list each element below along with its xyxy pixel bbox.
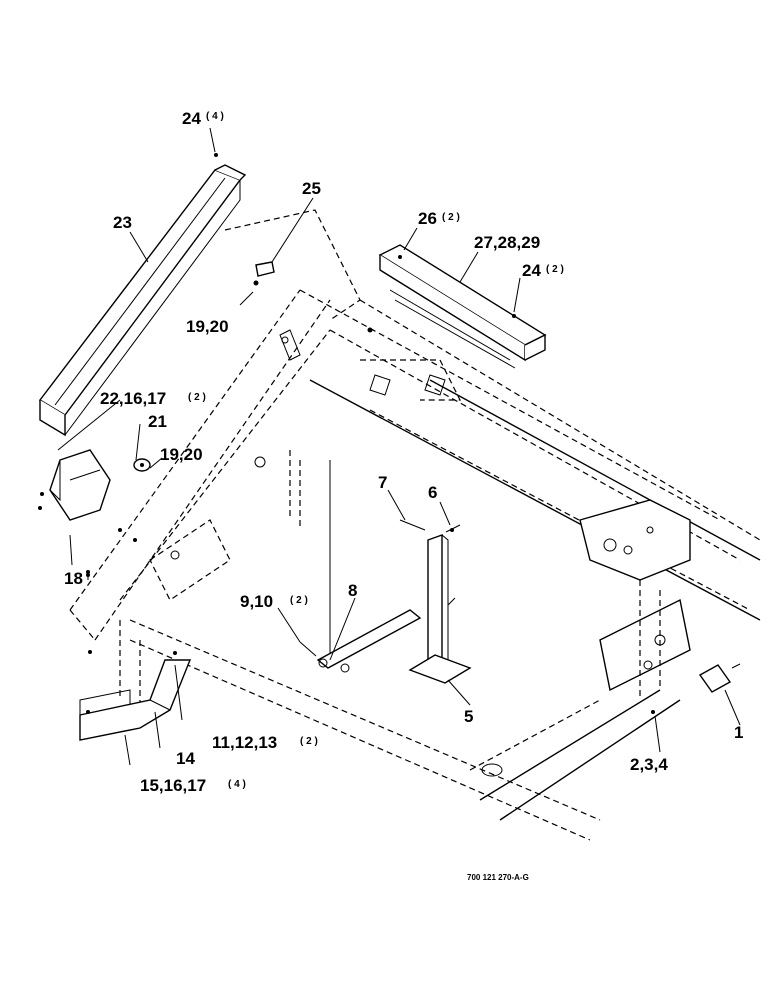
part-21-bracket	[86, 458, 151, 580]
callout-18: 18	[64, 569, 83, 588]
callout-9-10-qty: ( 2 )	[290, 595, 308, 606]
part-25-clip	[253, 261, 275, 286]
callout-22-16-17-qty: ( 2 )	[188, 392, 206, 403]
callout-6: 6	[428, 483, 437, 502]
callout-26-qty: ( 2 )	[442, 212, 460, 223]
leader-lines	[57, 127, 741, 766]
callout-15-16-17-qty: ( 4 )	[228, 779, 246, 790]
part-14-skid	[79, 650, 192, 741]
callout-21: 21	[148, 412, 167, 431]
callout-11-12-13: 11,12,13	[212, 733, 277, 752]
callout-2-3-4: 2,3,4	[630, 755, 668, 774]
part-5-stand	[399, 519, 472, 684]
callout-5: 5	[464, 707, 473, 726]
header-frame	[69, 209, 761, 841]
drawing-number: 700 121 270-A-G	[467, 873, 529, 882]
part-27-shield	[378, 244, 547, 369]
part-18-shield	[38, 449, 111, 521]
callout-8: 8	[348, 581, 357, 600]
callout-27-28-29: 27,28,29	[474, 233, 540, 252]
callout-9-10: 9,10	[240, 592, 273, 611]
callout-15-16-17: 15,16,17	[140, 776, 206, 795]
part-1-pad	[651, 663, 741, 714]
callout-14: 14	[176, 749, 195, 768]
callout-19-20-lower: 19,20	[160, 445, 203, 464]
callout-23: 23	[113, 213, 132, 232]
callout-25: 25	[302, 179, 321, 198]
callout-19-20-upper: 19,20	[186, 317, 229, 336]
hardware-dots	[86, 153, 373, 577]
callout-24-right: 24	[522, 261, 541, 280]
callout-24-right-qty: ( 2 )	[546, 264, 564, 275]
callout-1: 1	[734, 723, 743, 742]
callout-11-12-13-qty: ( 2 )	[300, 736, 318, 747]
callout-24-top: 24	[182, 109, 201, 128]
part-8-bar	[299, 609, 422, 673]
part-23-shield	[38, 164, 247, 437]
callout-24-top-qty: ( 4 )	[206, 111, 224, 122]
callout-26: 26	[418, 209, 437, 228]
callout-7: 7	[378, 473, 387, 492]
callout-22-16-17: 22,16,17	[100, 389, 166, 408]
